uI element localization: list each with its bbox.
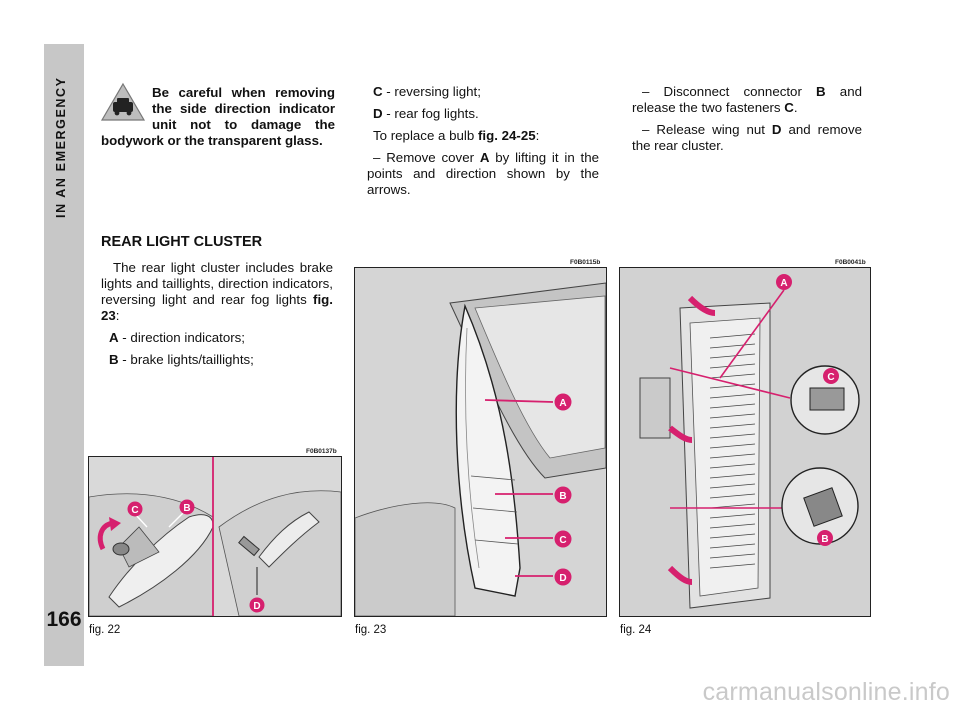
callout-d: D: [559, 573, 566, 584]
figure-code: F0B0115b: [570, 259, 601, 266]
list-item-b: B - brake lights/taillights;: [109, 352, 254, 367]
figure-caption: fig. 24: [620, 624, 652, 636]
callout-c: C: [131, 505, 138, 516]
figure-22: C B D: [88, 456, 342, 617]
callout-b: B: [821, 534, 828, 545]
callout-c: C: [559, 535, 566, 546]
figure-24: A C B: [619, 267, 871, 617]
step-disconnect: – Disconnect connector B and release the…: [632, 84, 862, 115]
list-item-d: D - rear fog lights.: [373, 106, 479, 121]
column-3-text: – Disconnect connector B and release the…: [632, 84, 862, 160]
replace-intro: To replace a bulb fig. 24-25:: [373, 128, 540, 143]
watermark: carmanualsonline.info: [702, 678, 950, 706]
step-remove-cover: – Remove cover A by lifting it in the po…: [367, 150, 599, 197]
callout-a: A: [559, 398, 566, 409]
step-release-nut: – Release wing nut D and remove the rear…: [632, 122, 862, 153]
figure-caption: fig. 22: [89, 624, 121, 636]
side-tab: [44, 44, 84, 666]
section-label: IN AN EMERGENCY: [54, 76, 68, 218]
callout-b: B: [559, 491, 566, 502]
callout-b: B: [183, 503, 190, 514]
figure-24-illustration: A C B: [620, 268, 870, 616]
warning-icon: [100, 82, 146, 121]
figure-23: A B C D: [354, 267, 607, 617]
list-item-c: C - reversing light;: [373, 84, 481, 99]
callout-a: A: [780, 278, 787, 289]
list-item-a: A - direction indicators;: [109, 330, 245, 345]
page-number: 166: [46, 608, 82, 631]
callout-d: D: [253, 601, 260, 612]
column-1-text: The rear light cluster includes brake li…: [101, 260, 333, 374]
figure-code: F0B0041b: [835, 259, 866, 266]
figure-22-illustration: C B D: [89, 457, 341, 616]
column-2-text: C - reversing light; D - rear fog lights…: [367, 84, 599, 204]
figure-code: F0B0137b: [306, 448, 337, 455]
intro-paragraph: The rear light cluster includes brake li…: [101, 260, 333, 323]
callout-c: C: [827, 372, 834, 383]
section-heading: REAR LIGHT CLUSTER: [101, 234, 263, 250]
warning-text: Be careful when removing the side direct…: [101, 85, 335, 148]
figure-23-illustration: A B C D: [355, 268, 606, 616]
figure-caption: fig. 23: [355, 624, 387, 636]
